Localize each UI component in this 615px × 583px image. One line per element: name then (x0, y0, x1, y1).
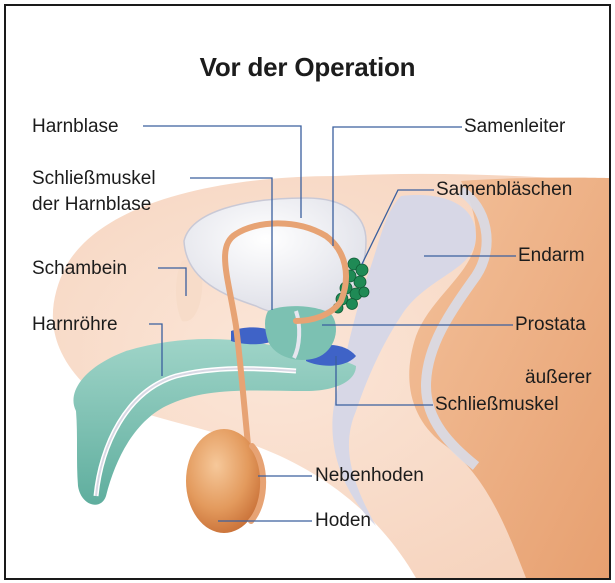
label-ausserer-line2: Schließmuskel (435, 394, 559, 416)
diagram-frame: Vor der Operation Harnblase Schließmuske… (4, 4, 611, 580)
anatomy-illustration (6, 6, 609, 578)
label-harnblase: Harnblase (32, 116, 119, 138)
label-prostata: Prostata (515, 314, 586, 336)
label-endarm: Endarm (518, 245, 585, 267)
label-ausserer-line1: äußerer (525, 367, 592, 389)
label-samenblaeschen: Samenbläschen (436, 179, 572, 201)
label-nebenhoden: Nebenhoden (315, 465, 424, 487)
label-schliessmuskel-harnblase-line2: der Harnblase (32, 194, 151, 216)
label-harnroehre: Harnröhre (32, 314, 118, 336)
diagram-title: Vor der Operation (6, 52, 609, 83)
label-schambein: Schambein (32, 258, 127, 280)
label-samenleiter: Samenleiter (464, 116, 565, 138)
label-schliessmuskel-harnblase-line1: Schließmuskel (32, 168, 156, 190)
label-hoden: Hoden (315, 510, 371, 532)
